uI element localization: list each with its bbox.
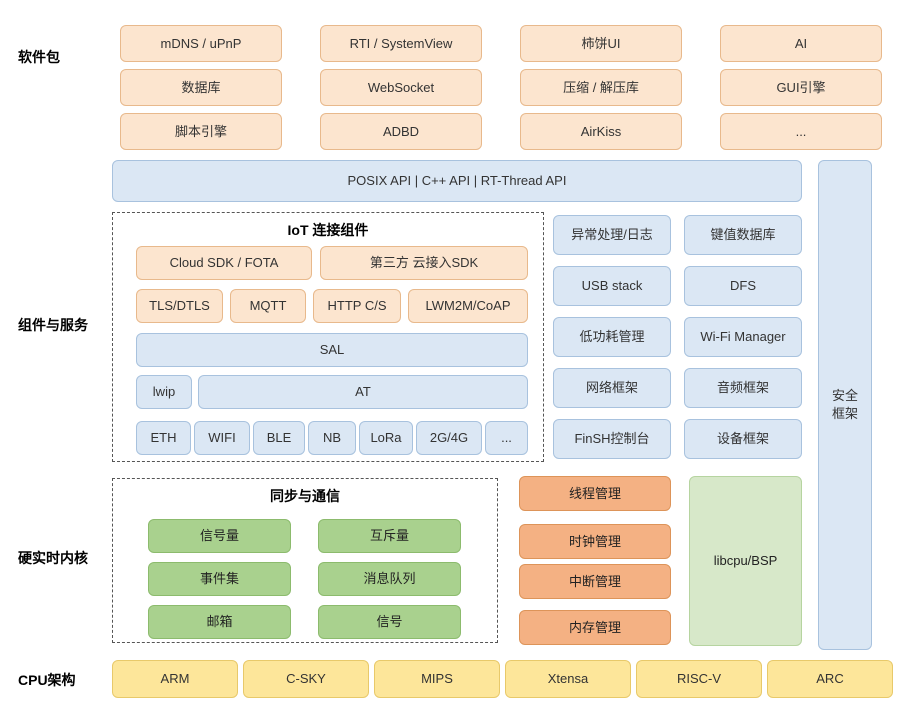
package-persimmon-ui[interactable]: 柿饼UI <box>520 25 682 62</box>
iot-wifi[interactable]: WIFI <box>194 421 250 455</box>
cpu-xtensa[interactable]: Xtensa <box>505 660 631 698</box>
kernel-message-queue[interactable]: 消息队列 <box>318 562 461 596</box>
kernel-clock-management[interactable]: 时钟管理 <box>519 524 671 559</box>
kernel-thread-management[interactable]: 线程管理 <box>519 476 671 511</box>
iot-cloud-sdk-fota[interactable]: Cloud SDK / FOTA <box>136 246 312 280</box>
service-device-framework[interactable]: 设备框架 <box>684 419 802 459</box>
cpu-risc-v[interactable]: RISC-V <box>636 660 762 698</box>
service-dfs[interactable]: DFS <box>684 266 802 306</box>
iot-mqtt[interactable]: MQTT <box>230 289 306 323</box>
kernel-event-set[interactable]: 事件集 <box>148 562 291 596</box>
security-framework-line2: 框架 <box>831 406 858 421</box>
cpu-c-sky[interactable]: C-SKY <box>243 660 369 698</box>
iot-more[interactable]: ... <box>485 421 528 455</box>
service-wifi-manager[interactable]: Wi-Fi Manager <box>684 317 802 357</box>
iot-sal[interactable]: SAL <box>136 333 528 367</box>
kernel-mailbox[interactable]: 邮箱 <box>148 605 291 639</box>
iot-lora[interactable]: LoRa <box>359 421 413 455</box>
libcpu-bsp[interactable]: libcpu/BSP <box>689 476 802 646</box>
iot-eth[interactable]: ETH <box>136 421 191 455</box>
iot-lwip[interactable]: lwip <box>136 375 192 409</box>
iot-at[interactable]: AT <box>198 375 528 409</box>
service-audio-framework[interactable]: 音频框架 <box>684 368 802 408</box>
layer-label-kernel: 硬实时内核 <box>18 550 88 566</box>
kernel-signal[interactable]: 信号 <box>318 605 461 639</box>
iot-lwm2m-coap[interactable]: LWM2M/CoAP <box>408 289 528 323</box>
layer-label-cpu-arch: CPU架构 <box>18 672 76 688</box>
layer-label-components-services: 组件与服务 <box>18 317 88 333</box>
package-adbd[interactable]: ADBD <box>320 113 482 150</box>
service-low-power-management[interactable]: 低功耗管理 <box>553 317 671 357</box>
security-framework[interactable]: 安全 框架 <box>818 160 872 650</box>
package-airkiss[interactable]: AirKiss <box>520 113 682 150</box>
security-framework-line1: 安全 <box>831 388 858 404</box>
kernel-semaphore[interactable]: 信号量 <box>148 519 291 553</box>
service-exception-log[interactable]: 异常处理/日志 <box>553 215 671 255</box>
kernel-memory-management[interactable]: 内存管理 <box>519 610 671 645</box>
package-websocket[interactable]: WebSocket <box>320 69 482 106</box>
package-compression[interactable]: 压缩 / 解压库 <box>520 69 682 106</box>
package-mdns-upnp[interactable]: mDNS / uPnP <box>120 25 282 62</box>
iot-third-party-cloud-sdk[interactable]: 第三方 云接入SDK <box>320 246 528 280</box>
layer-label-software-packages: 软件包 <box>18 49 60 65</box>
sync-group-title: 同步与通信 <box>270 488 340 504</box>
iot-ble[interactable]: BLE <box>253 421 305 455</box>
sync-group-border <box>112 478 498 643</box>
package-rti-systemview[interactable]: RTI / SystemView <box>320 25 482 62</box>
iot-http-cs[interactable]: HTTP C/S <box>313 289 401 323</box>
service-usb-stack[interactable]: USB stack <box>553 266 671 306</box>
iot-tls-dtls[interactable]: TLS/DTLS <box>136 289 223 323</box>
package-script-engine[interactable]: 脚本引擎 <box>120 113 282 150</box>
cpu-arm[interactable]: ARM <box>112 660 238 698</box>
cpu-arc[interactable]: ARC <box>767 660 893 698</box>
kernel-interrupt-management[interactable]: 中断管理 <box>519 564 671 599</box>
iot-2g-4g[interactable]: 2G/4G <box>416 421 482 455</box>
package-gui-engine[interactable]: GUI引擎 <box>720 69 882 106</box>
service-network-framework[interactable]: 网络框架 <box>553 368 671 408</box>
service-key-value-database[interactable]: 键值数据库 <box>684 215 802 255</box>
iot-group-border <box>112 212 544 462</box>
service-finsh-console[interactable]: FinSH控制台 <box>553 419 671 459</box>
package-database[interactable]: 数据库 <box>120 69 282 106</box>
package-ai[interactable]: AI <box>720 25 882 62</box>
cpu-mips[interactable]: MIPS <box>374 660 500 698</box>
kernel-mutex[interactable]: 互斥量 <box>318 519 461 553</box>
package-more[interactable]: ... <box>720 113 882 150</box>
iot-nb[interactable]: NB <box>308 421 356 455</box>
iot-group-title: IoT 连接组件 <box>287 222 369 238</box>
api-bar: POSIX API | C++ API | RT-Thread API <box>112 160 802 202</box>
